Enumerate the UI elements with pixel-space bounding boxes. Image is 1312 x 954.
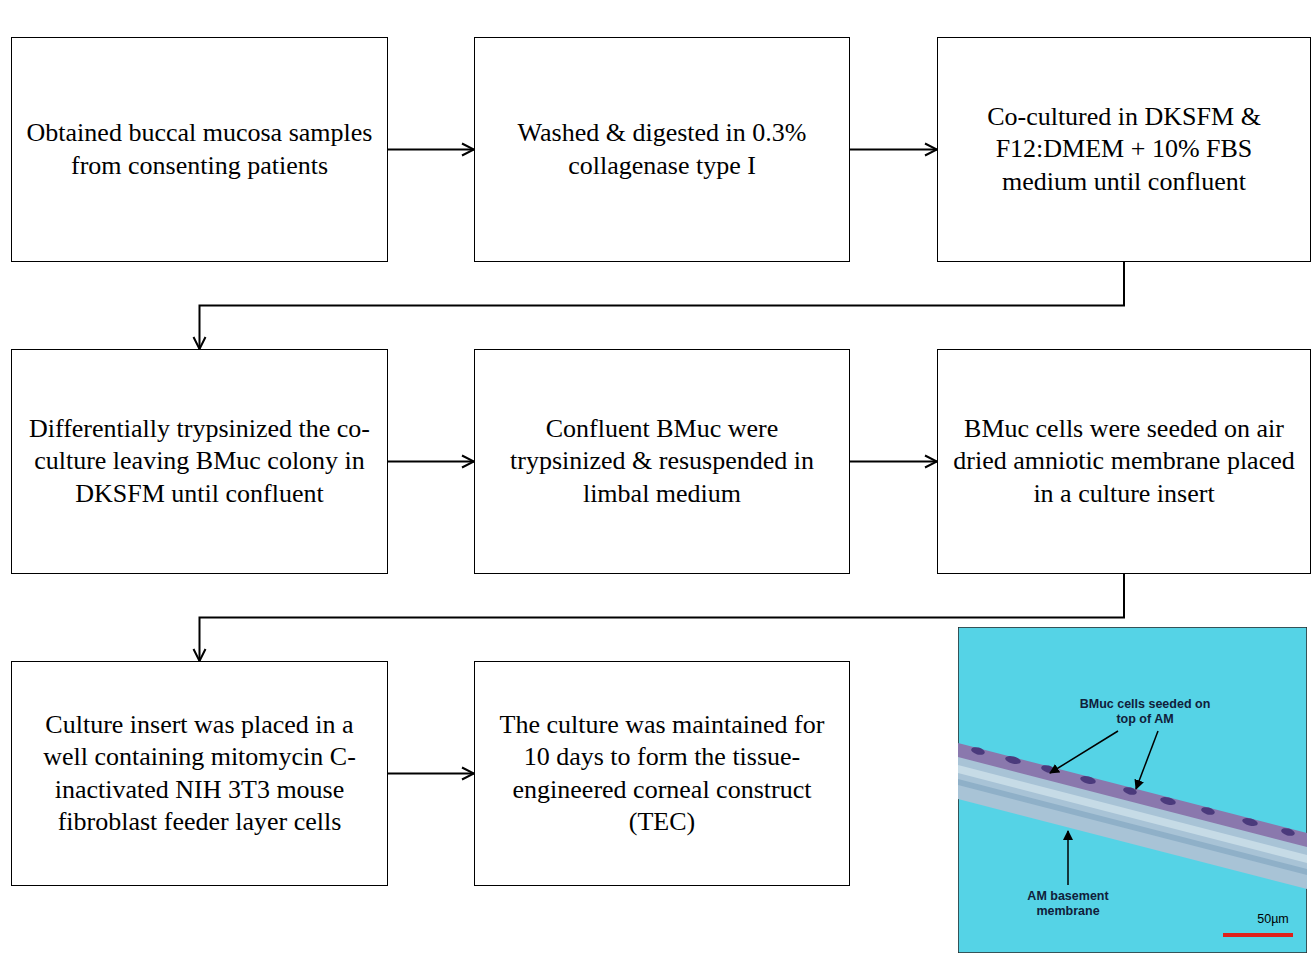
process-box: Washed & digested in 0.3% collagenase ty… xyxy=(474,37,850,262)
flow-arrow xyxy=(200,262,1125,349)
flow-arrow xyxy=(850,149,937,151)
callout-label: AM basement membrane xyxy=(1013,889,1123,919)
callout-label: BMuc cells seeded on top of AM xyxy=(1070,697,1220,727)
step-text: BMuc cells were seeded on air dried amni… xyxy=(952,413,1296,511)
process-box: Culture insert was placed in a well cont… xyxy=(11,661,388,886)
process-box: Co-cultured in DKSFM & F12:DMEM + 10% FB… xyxy=(937,37,1311,262)
flow-arrow xyxy=(850,461,937,463)
micrograph xyxy=(958,627,1307,953)
scale-label: 50µm xyxy=(1243,912,1303,927)
step-text: Confluent BMuc were trypsinized & resusp… xyxy=(489,413,835,511)
process-box: Differentially trypsinized the co-cultur… xyxy=(11,349,388,574)
process-box: Confluent BMuc were trypsinized & resusp… xyxy=(474,349,850,574)
step-text: Co-cultured in DKSFM & F12:DMEM + 10% FB… xyxy=(952,101,1296,199)
flow-arrow xyxy=(388,461,474,463)
step-text: The culture was maintained for 10 days t… xyxy=(489,709,835,839)
process-box: Obtained buccal mucosa samples from cons… xyxy=(11,37,388,262)
step-text: Culture insert was placed in a well cont… xyxy=(26,709,373,839)
step-text: Obtained buccal mucosa samples from cons… xyxy=(26,117,373,182)
process-box: BMuc cells were seeded on air dried amni… xyxy=(937,349,1311,574)
step-text: Differentially trypsinized the co-cultur… xyxy=(26,413,373,511)
flow-arrow xyxy=(388,773,474,775)
process-box: The culture was maintained for 10 days t… xyxy=(474,661,850,886)
flow-arrow xyxy=(388,149,474,151)
step-text: Washed & digested in 0.3% collagenase ty… xyxy=(489,117,835,182)
